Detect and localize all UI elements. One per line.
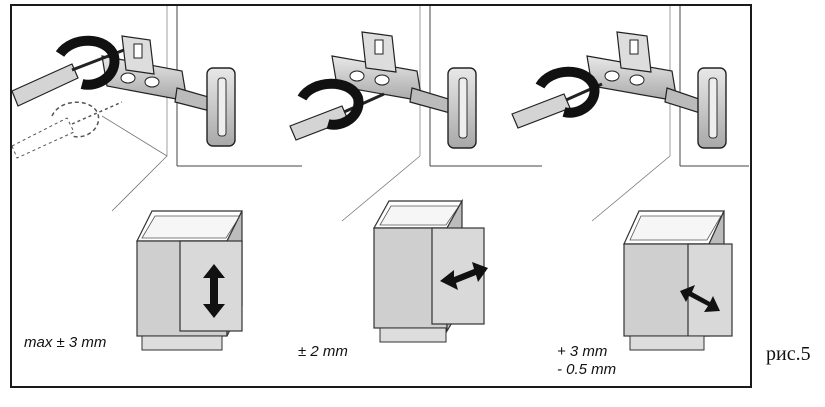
hinge-2	[331, 31, 477, 149]
hinge-1	[101, 35, 236, 147]
figure-caption: рис.5	[766, 343, 811, 365]
hinge-adjustment-illustration	[12, 6, 749, 351]
panel-2	[289, 6, 542, 343]
rotate-arrow-icon	[297, 78, 364, 130]
panel-1-tolerance-label: max ± 3 mm	[24, 334, 107, 351]
diagonal-arrow-icon	[680, 285, 720, 312]
cabinet-2	[372, 198, 488, 343]
rotate-arrow-icon	[55, 35, 120, 90]
hinge-3	[586, 31, 727, 149]
rotate-arrow-dashed-icon	[51, 101, 100, 138]
panel-2-tolerance-label: ± 2 mm	[298, 343, 348, 360]
cabinet-1	[136, 210, 243, 351]
panel-1	[12, 6, 302, 351]
vertical-arrow-icon	[203, 264, 225, 318]
diagram-frame: max ± 3 mm ± 2 mm + 3 mm - 0.5 mm	[10, 4, 752, 388]
panel-3-tolerance-label: + 3 mm - 0.5 mm	[557, 343, 617, 378]
panel-3	[511, 6, 749, 351]
cabinet-3	[623, 210, 733, 351]
rotate-arrow-icon	[535, 66, 600, 118]
horizontal-arrow-icon	[440, 262, 488, 290]
screwdriver-2	[289, 92, 385, 141]
